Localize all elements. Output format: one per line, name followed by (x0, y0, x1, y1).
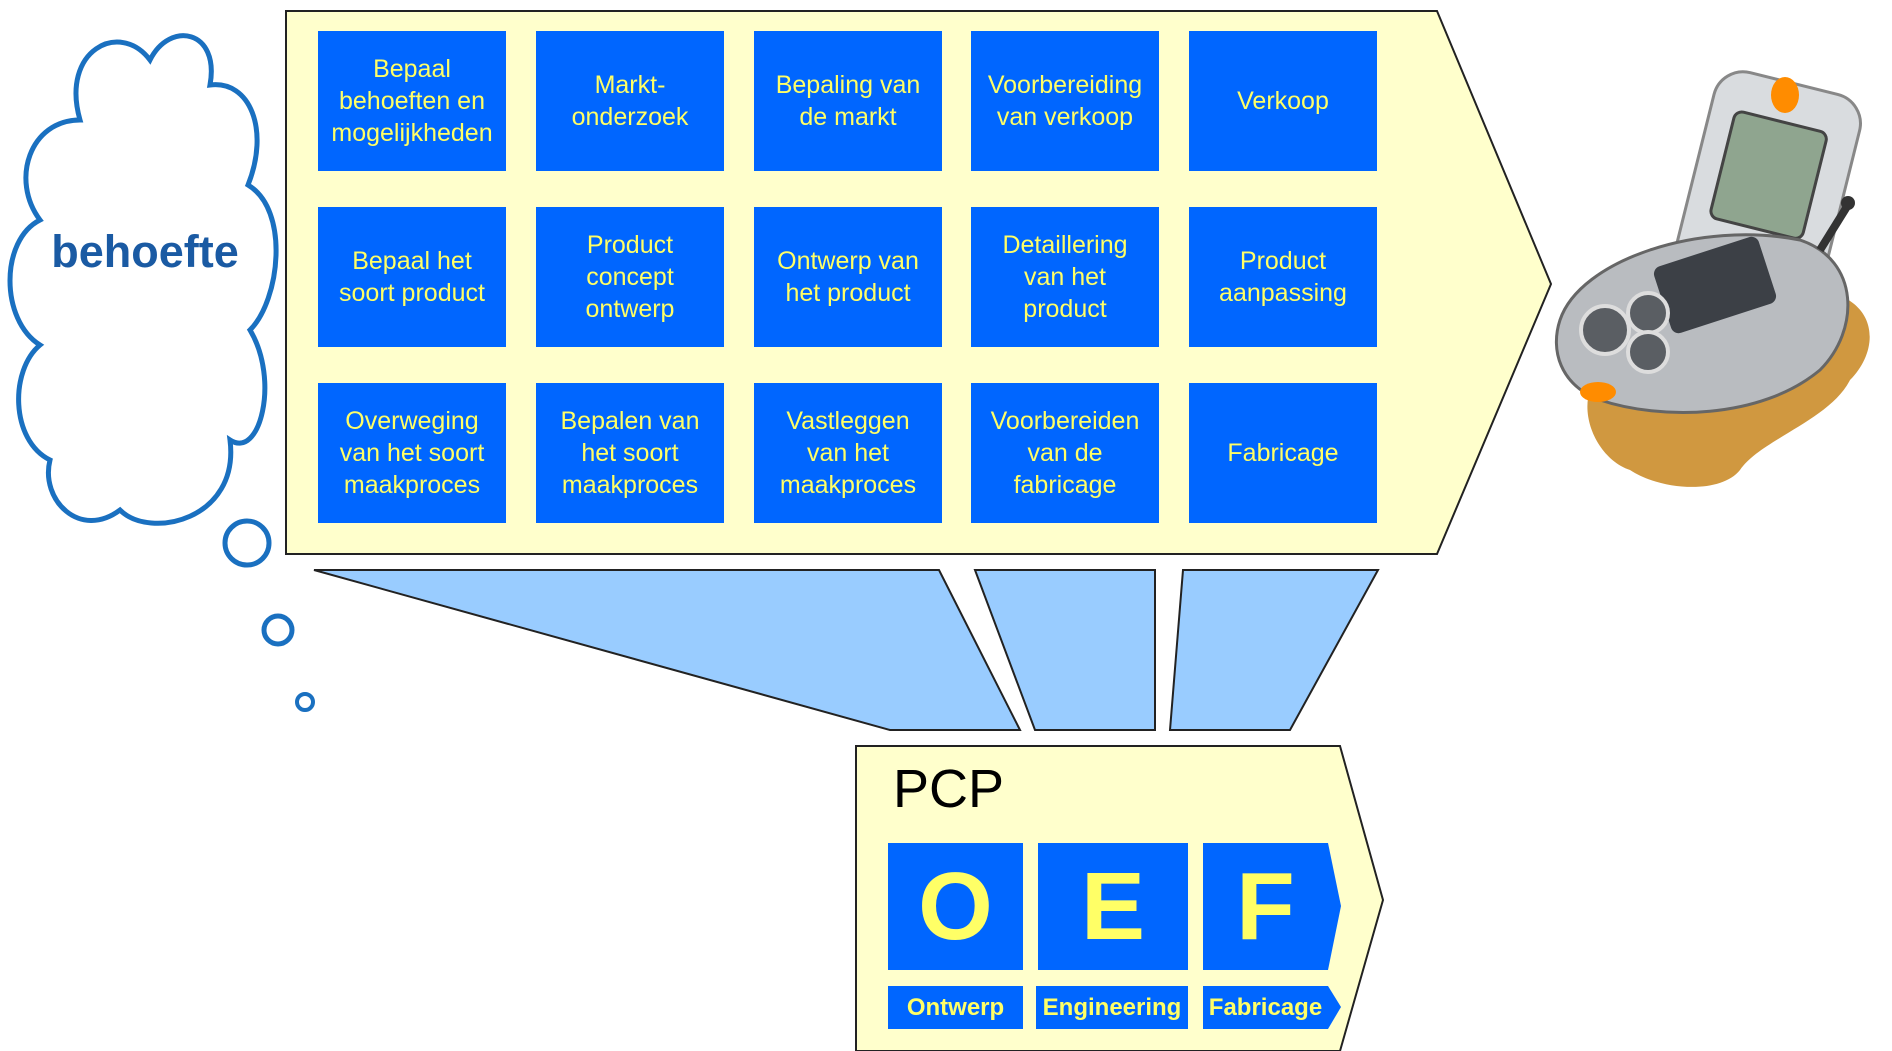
pcp-label-ontwerp: Ontwerp (888, 986, 1023, 1029)
process-tile: Vastleggen van het maakproces (754, 383, 942, 523)
mobile-phone-icon (1554, 70, 1870, 487)
funnel-middle (973, 569, 1156, 731)
thought-bubble-large (222, 518, 272, 568)
process-tile: Bepaal behoeften en mogelijkheden (318, 31, 506, 171)
process-tile: Product concept ontwerp (536, 207, 724, 347)
process-tile: Ontwerp van het product (754, 207, 942, 347)
process-tile: Bepaal het soort product (318, 207, 506, 347)
funnel-left (313, 569, 1022, 731)
process-tile: Voorbereiding van verkoop (971, 31, 1159, 171)
process-tile: Product aanpassing (1189, 207, 1377, 347)
process-tile: Bepalen van het soort maakproces (536, 383, 724, 523)
process-tile: Markt- onderzoek (536, 31, 724, 171)
funnel-right (1168, 569, 1380, 731)
pcp-letter-o: O (888, 843, 1023, 970)
pcp-label-engineering: Engineering (1036, 986, 1188, 1029)
thought-bubble-medium (261, 613, 295, 647)
pcp-title: PCP (893, 759, 1005, 819)
process-tile: Fabricage (1189, 383, 1377, 523)
thought-cloud (7, 33, 279, 526)
process-tile: Bepaling van de markt (754, 31, 942, 171)
f-box-shape (1203, 843, 1341, 970)
f-label-shape (1203, 986, 1341, 1029)
pcp-label-fabricage: Fabricage (1208, 994, 1323, 1021)
process-tile: Verkoop (1189, 31, 1377, 171)
process-tile: Overweging van het soort maakproces (318, 383, 506, 523)
thought-label: behoefte (51, 226, 239, 277)
process-tile: Detaillering van het product (971, 207, 1159, 347)
process-tile: Voorbereiden van de fabricage (971, 383, 1159, 523)
pcp-letter-f: F (1236, 853, 1295, 960)
thought-bubble-small (295, 692, 315, 712)
pcp-letter-e: E (1038, 843, 1188, 970)
